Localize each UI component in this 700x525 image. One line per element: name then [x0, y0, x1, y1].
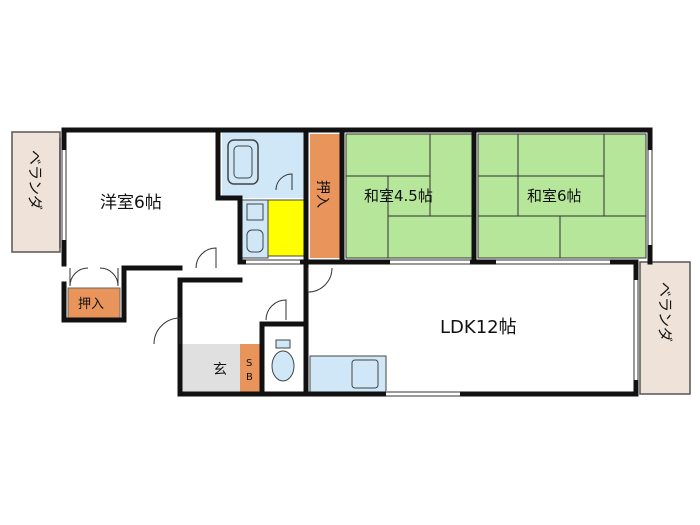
veranda-left	[11, 131, 61, 253]
shoe-box-label-b: B	[246, 372, 253, 383]
walls	[61, 127, 653, 397]
oshiire-bottom-label: 押入	[78, 297, 104, 312]
oshiire-top-label: 押入	[314, 180, 330, 208]
bathtub-icon	[227, 139, 259, 185]
entrance	[182, 344, 240, 392]
shoe-box	[240, 344, 260, 392]
washer-icon	[246, 229, 264, 253]
japanese-room-a	[345, 133, 473, 259]
toilet-icon	[271, 339, 295, 382]
japanese-room-b-label: 和室6帖	[527, 187, 582, 205]
ldk-room-label: LDK12帖	[440, 317, 517, 338]
door-swings	[69, 173, 333, 345]
veranda-right-label: ベランダ	[656, 282, 674, 342]
oshiire-top	[310, 134, 340, 258]
western-room-label: 洋室6帖	[100, 193, 162, 213]
veranda-left-label: ベランダ	[26, 150, 44, 210]
japanese-room-b	[477, 133, 647, 259]
washbasin-icon	[246, 203, 264, 221]
windows	[61, 150, 653, 397]
japanese-room-a-label: 和室4.5帖	[364, 187, 433, 205]
sink-icon	[351, 359, 379, 389]
entrance-label: 玄	[213, 361, 227, 378]
veranda-right	[639, 261, 691, 395]
oshiire-bottom	[67, 287, 121, 319]
toilet-room	[267, 199, 305, 257]
shoe-box-label-s: S	[246, 358, 252, 369]
western-room	[64, 130, 218, 268]
